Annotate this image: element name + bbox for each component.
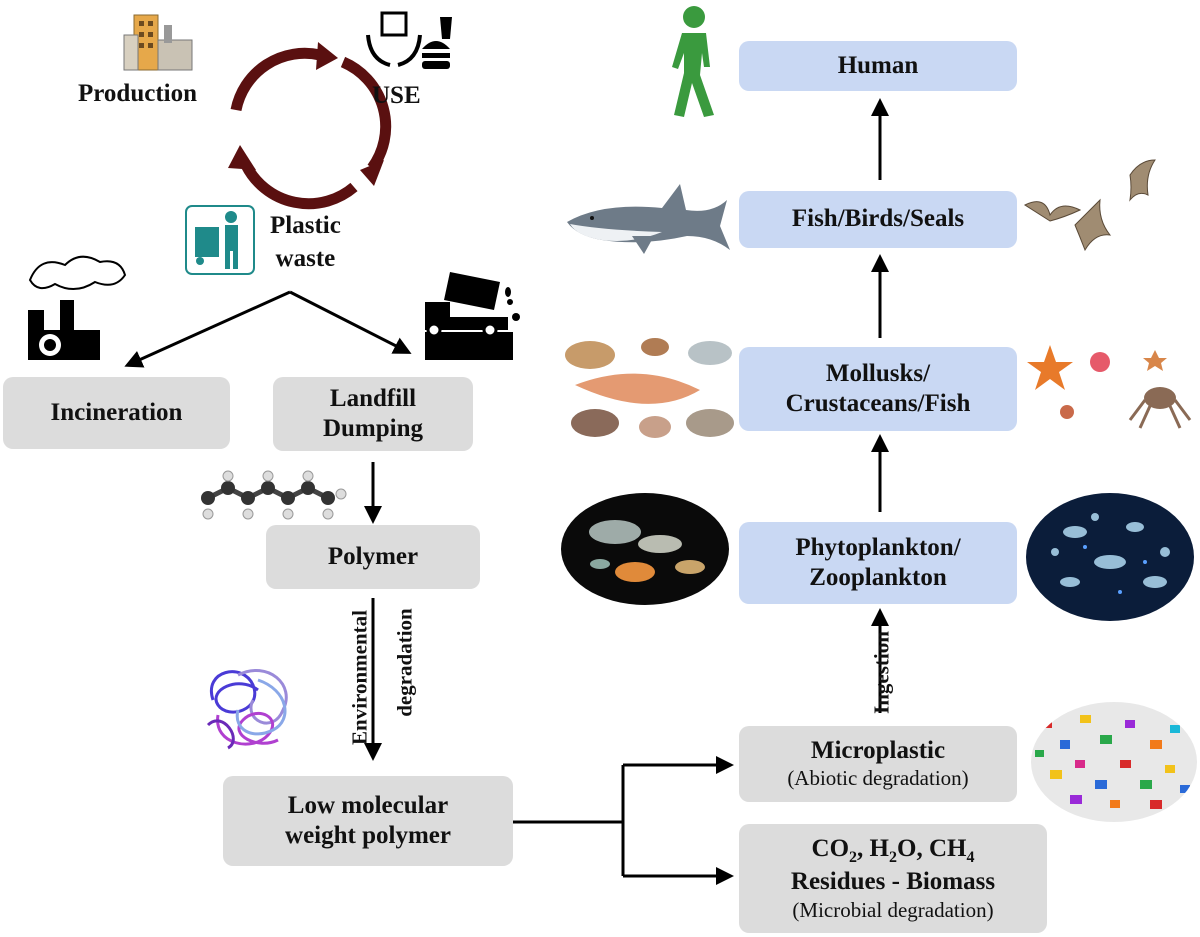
- tangled-polymer-icon: [206, 668, 288, 750]
- production-label: Production: [78, 80, 197, 107]
- gases-formula: CO2, H2O, CH4: [811, 834, 975, 866]
- shells-icon: [565, 338, 734, 438]
- food-hands-icon: [366, 11, 452, 69]
- residues-biomass-box: CO2, H2O, CH4 Residues - Biomass (Microb…: [739, 824, 1047, 933]
- polymer-box: Polymer: [266, 525, 480, 589]
- mollusks-crustaceans-fish-box: Mollusks/ Crustaceans/Fish: [739, 347, 1017, 431]
- plastic-pellets-icon: [1031, 702, 1197, 822]
- starfish-crab-icon: [1027, 345, 1192, 429]
- smokestack-icon: [28, 255, 127, 360]
- seagulls-icon: [1023, 159, 1156, 252]
- phytoplankton-zooplankton-box: Phytoplankton/ Zooplankton: [739, 522, 1017, 604]
- low-molecular-weight-polymer-box: Low molecular weight polymer: [223, 776, 513, 866]
- zooplankton-photo-icon: [561, 493, 729, 605]
- ingestion-label: Ingestion: [869, 631, 894, 714]
- microplastic-box: Microplastic (Abiotic degradation): [739, 726, 1017, 802]
- plastic-waste-label: Plastic waste: [270, 212, 341, 272]
- degradation-label: degradation: [392, 608, 417, 717]
- human-box: Human: [739, 41, 1017, 91]
- arrow-to-incineration: [124, 290, 291, 368]
- plankton-photo-icon: [1026, 493, 1194, 621]
- life-cycle-arrows: [230, 47, 392, 210]
- fish-birds-seals-box: Fish/Birds/Seals: [739, 191, 1017, 248]
- factory-icon: [123, 14, 193, 71]
- arrow-to-landfill: [289, 290, 412, 354]
- environmental-label: Environmental: [347, 610, 372, 745]
- landfill-dumping-box: Landfill Dumping: [273, 377, 473, 451]
- use-label: USE: [372, 82, 421, 109]
- human-walking-icon: [672, 6, 714, 117]
- shark-icon: [567, 184, 730, 254]
- dump-truck-icon: [425, 272, 520, 360]
- incineration-box: Incineration: [3, 377, 230, 449]
- molecule-chain-icon: [201, 470, 347, 520]
- waste-bin-icon: [185, 205, 255, 275]
